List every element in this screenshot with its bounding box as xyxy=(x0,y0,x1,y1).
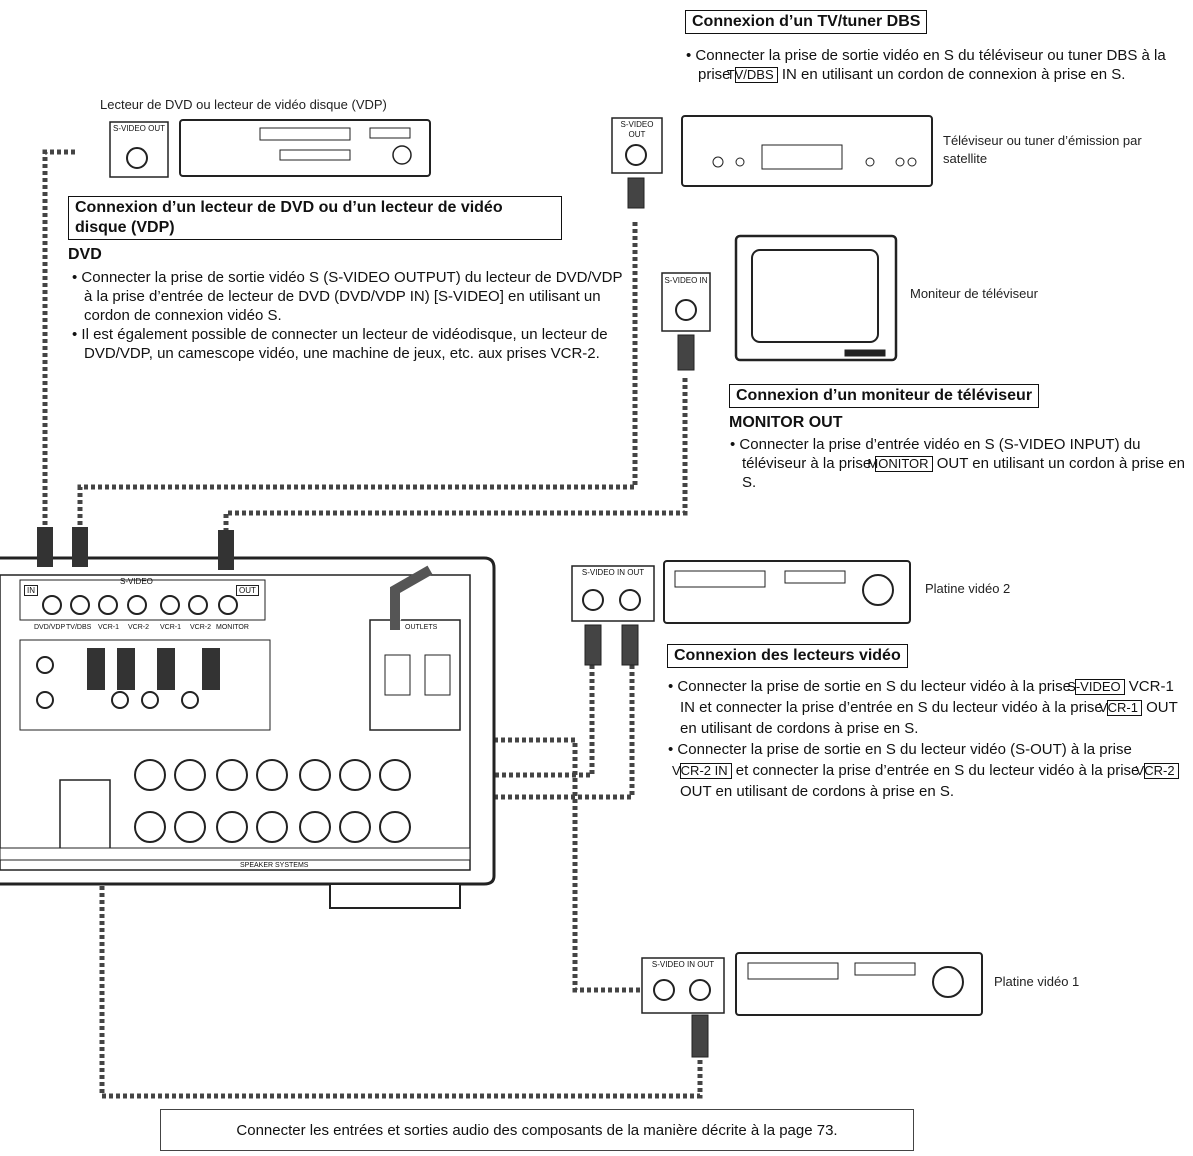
jack-vcr2-in: VCR-2 xyxy=(128,624,150,631)
dvd-subheading: DVD xyxy=(68,246,102,263)
monitor-jack-label: S-VIDEO IN xyxy=(664,276,708,285)
receiver-out-label: OUT xyxy=(236,585,259,596)
tv-jack-label: S-VIDEO OUT xyxy=(620,120,654,139)
tv-tuner xyxy=(611,115,933,209)
footer-note: Connecter les entrées et sorties audio d… xyxy=(160,1109,914,1151)
dvd-heading: Connexion d’un lecteur de DVD ou d’un le… xyxy=(68,196,562,240)
outlets-label: OUTLETS xyxy=(405,624,438,631)
monitor-heading: Connexion d’un moniteur de téléviseur xyxy=(729,384,1040,408)
cable-tv-dbs xyxy=(77,222,638,530)
tv-tuner-text: Connecter la prise de sortie vidéo en S … xyxy=(686,46,1186,84)
cable-monitor xyxy=(223,378,688,532)
jack-vcr1-out: VCR-1 xyxy=(160,624,182,631)
dvd-player xyxy=(109,119,431,178)
receiver-in-label: IN xyxy=(24,585,38,596)
jack-dvd-vdp: DVD/VDP xyxy=(34,624,66,631)
cable-vcr1-in xyxy=(99,690,703,1099)
vcr1-device-label: Platine vidéo 1 xyxy=(994,974,1080,989)
cable-dvd xyxy=(42,149,75,530)
jack-vcr2-out: VCR-2 xyxy=(190,624,212,631)
vcr-text: Connecter la prise de sortie en S du lec… xyxy=(668,676,1183,802)
receiver-s-video-label: S-VIDEO xyxy=(120,577,153,586)
tv-tuner-heading: Connexion d’un TV/tuner DBS xyxy=(685,10,928,34)
monitor-subheading: MONITOR OUT xyxy=(729,414,843,431)
jack-vcr1-in: VCR-1 xyxy=(98,624,120,631)
tv-device-label: Téléviseur ou tuner d’émission par satel… xyxy=(943,133,1142,166)
jack-monitor: MONITOR xyxy=(216,624,249,631)
vcr-heading: Connexion des lecteurs vidéo xyxy=(667,644,908,668)
vcr2-jack-label: S-VIDEO IN OUT xyxy=(581,568,645,577)
vcr1-jack-label: S-VIDEO IN OUT xyxy=(651,960,715,969)
monitor-key: MONITOR xyxy=(867,456,933,472)
vcr2-device-label: Platine vidéo 2 xyxy=(925,581,1011,596)
s-video-key: S-VIDEO xyxy=(1067,679,1125,695)
dvd-jack-label: S-VIDEO OUT xyxy=(112,124,165,133)
speaker-systems-label: SPEAKER SYSTEMS xyxy=(240,862,309,869)
vcr1-out-key: VCR-1 xyxy=(1099,700,1142,716)
dvd-device-label: Lecteur de DVD ou lecteur de vidéo disqu… xyxy=(100,97,387,112)
tv-dbs-key: TV/DBS xyxy=(727,67,778,83)
monitor-device-label: Moniteur de téléviseur xyxy=(910,286,1038,301)
jack-tv-dbs: TV/DBS xyxy=(66,624,92,631)
vcr-2 xyxy=(571,560,911,666)
vcr-1 xyxy=(641,952,983,1058)
plugs xyxy=(37,527,234,690)
vcr2-in-key: VCR-2 IN xyxy=(672,763,732,779)
receiver-back-panel xyxy=(0,556,496,909)
dvd-text: Connecter la prise de sortie vidéo S (S-… xyxy=(72,268,624,363)
tv-monitor xyxy=(661,234,898,371)
monitor-text: Connecter la prise d’entrée vidéo en S (… xyxy=(730,435,1190,492)
vcr2-out-key: VCR-2 xyxy=(1136,763,1179,779)
